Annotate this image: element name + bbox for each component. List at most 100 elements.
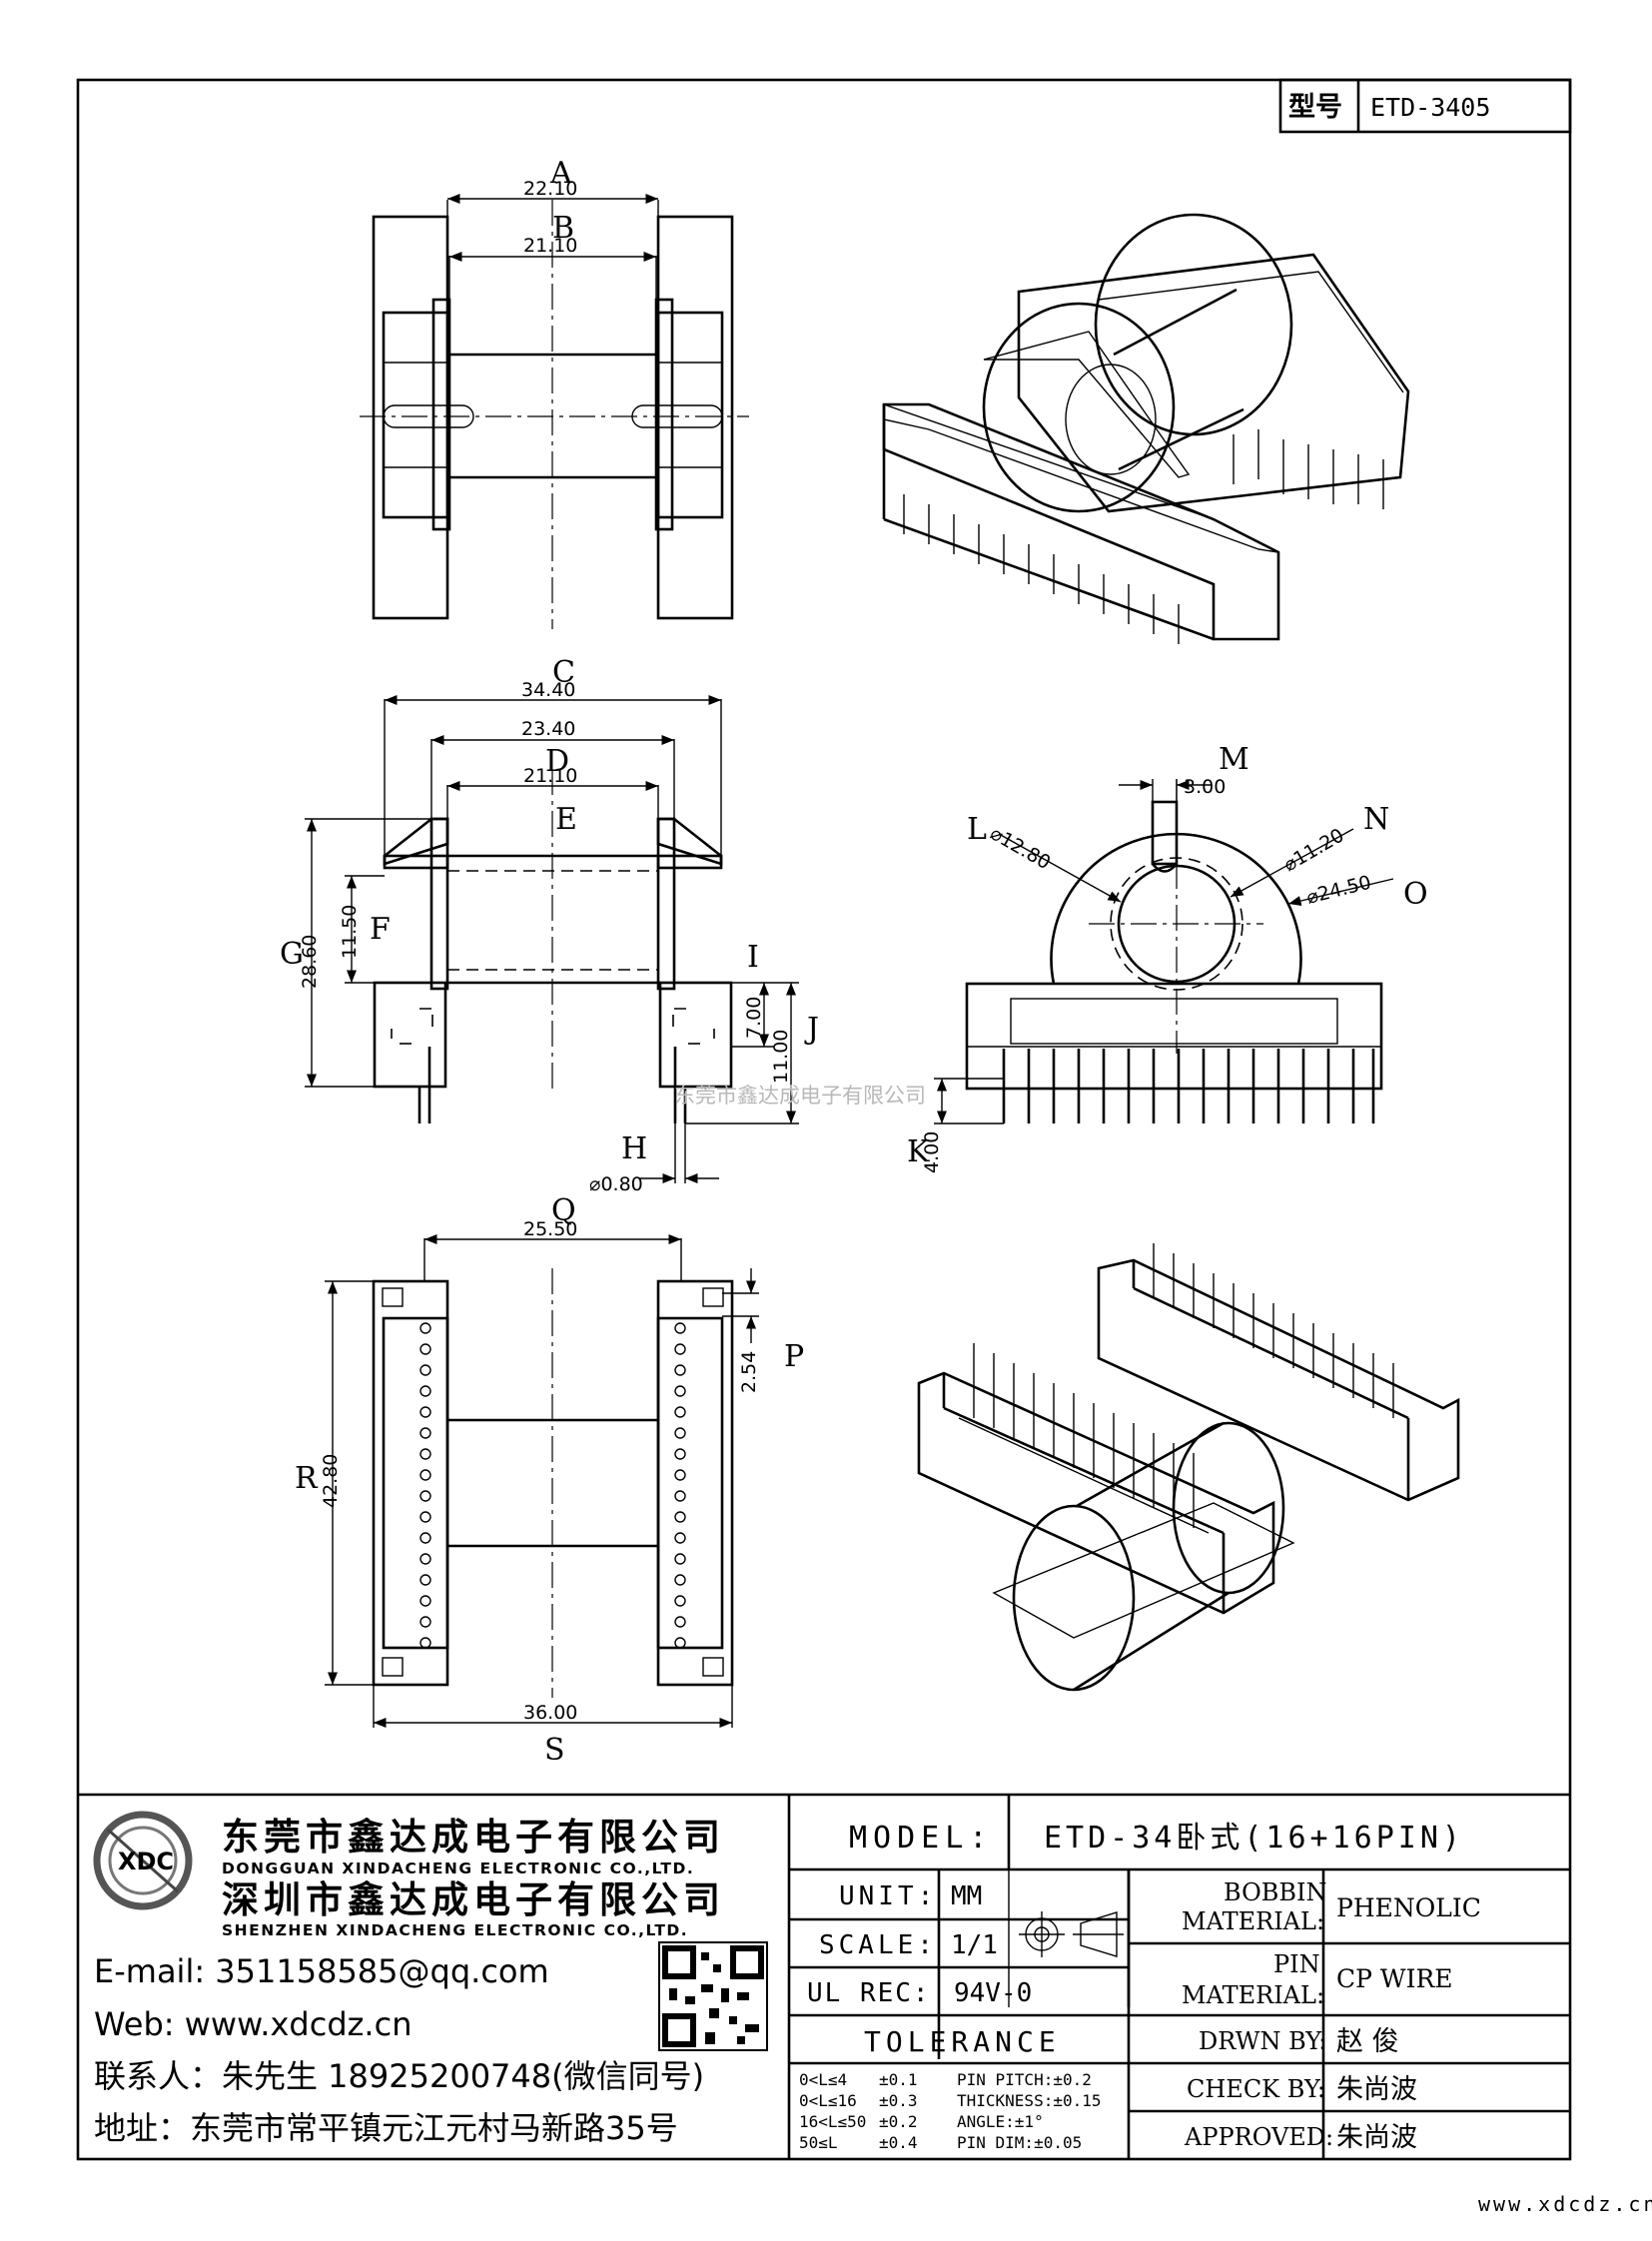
pin-hole — [419, 1448, 431, 1460]
tb-check-label: CHECK BY: — [1187, 2075, 1325, 2103]
tolerance-tol: ±0.4 — [879, 2133, 918, 2152]
watermark: 东莞市鑫达成电子有限公司 — [674, 1084, 926, 1108]
pin-hole — [419, 1469, 431, 1481]
dim-p-letter: P — [784, 1339, 804, 1374]
dim-l-letter: L — [967, 812, 987, 847]
pin-hole — [419, 1616, 431, 1628]
dim-p-value: 2.54 — [738, 1351, 760, 1393]
pin-hole — [419, 1574, 431, 1586]
pin-hole — [674, 1490, 686, 1502]
pin-hole — [674, 1427, 686, 1439]
tolerance-range: 50≤L — [799, 2133, 838, 2152]
isometric-view-bottom — [917, 1243, 1460, 1692]
tolerance-range: 16<L≤50 — [799, 2112, 866, 2131]
pin-hole — [419, 1553, 431, 1565]
dim-b-value: 21.10 — [523, 235, 577, 257]
bottom-view-pin-holes-right — [674, 1322, 686, 1649]
pin-hole — [419, 1637, 431, 1649]
pin-hole — [419, 1385, 431, 1397]
footer-url: www.xdcdz.cn — [1478, 2192, 1652, 2216]
company-name-dongguan: 东莞市鑫达成电子有限公司 — [222, 1816, 725, 1859]
company-logo: XDC — [93, 1811, 193, 1910]
dim-c2-value: 23.40 — [521, 718, 575, 740]
pin-hole — [674, 1511, 686, 1523]
model-box-value: ETD-3405 — [1370, 93, 1490, 122]
tolerance-tol: ±0.2 — [879, 2112, 918, 2131]
tb-pin-value: CP WIRE — [1336, 1964, 1453, 1993]
company-web: Web: www.xdcdz.cn — [94, 2005, 412, 2043]
dim-i-letter: I — [747, 940, 759, 975]
pin-hole — [674, 1616, 686, 1628]
pin-hole — [674, 1448, 686, 1460]
dim-k-value: 4.00 — [921, 1131, 943, 1173]
side-view-pins — [1002, 1049, 1375, 1123]
bottom-view: 25.50 Q 42.80 R 36.00 S 2.54 P — [295, 1193, 804, 1768]
company-contact: 联系人：朱先生 18925200748(微信同号) — [94, 2057, 704, 2095]
dim-n-value: ⌀11.20 — [1280, 824, 1348, 876]
pin-hole — [674, 1553, 686, 1565]
tolerance-extra: PIN DIM:±0.05 — [957, 2133, 1082, 2152]
company-address: 地址：东莞市常平镇元江元村马新路35号 — [94, 2109, 678, 2147]
tb-check-value: 朱尚波 — [1336, 2074, 1417, 2105]
dim-f-value: 11.50 — [339, 905, 361, 959]
dim-r-letter: R — [295, 1461, 319, 1496]
tolerance-tol: ±0.1 — [879, 2070, 918, 2089]
dim-g-letter: G — [280, 937, 304, 972]
company-name-dongguan-en: DONGGUAN XINDACHENG ELECTRONIC CO.,LTD. — [222, 1860, 694, 1877]
pin-hole — [674, 1532, 686, 1544]
dim-o-letter: O — [1403, 877, 1428, 912]
isometric-view-top — [882, 213, 1410, 644]
pin-hole — [419, 1427, 431, 1439]
tolerance-extra: ANGLE:±1° — [957, 2112, 1044, 2131]
dim-j-letter: J — [804, 1012, 819, 1047]
tb-approved-label: APPROVED: — [1184, 2123, 1333, 2151]
tb-scale-label: SCALE: — [819, 1930, 937, 1960]
tb-tolerance-label: TOLERANCE — [864, 2025, 1061, 2058]
pin-hole — [674, 1322, 686, 1334]
pin-hole — [419, 1364, 431, 1376]
dim-n-letter: N — [1363, 802, 1389, 837]
company-name-shenzhen: 深圳市鑫达成电子有限公司 — [222, 1878, 725, 1921]
pin-hole — [419, 1406, 431, 1418]
dim-f-letter: F — [370, 912, 391, 947]
tolerance-tol: ±0.3 — [879, 2091, 918, 2110]
tb-approved-value: 朱尚波 — [1336, 2122, 1417, 2153]
tb-model-value: ETD-34卧式(16+16PIN) — [1044, 1821, 1464, 1856]
dim-a-letter: A — [549, 156, 572, 191]
drawing-border — [76, 78, 1572, 2161]
pin-hole — [674, 1385, 686, 1397]
dim-s-letter: S — [544, 1733, 565, 1768]
dim-b-letter: B — [552, 211, 574, 246]
tolerance-extra: THICKNESS:±0.15 — [957, 2091, 1102, 2110]
dim-j-value: 11.00 — [770, 1030, 792, 1084]
front-view: 34.40 C 23.40 D 21.10 E 28.60 G 11.50 F … — [280, 655, 819, 1195]
pin-hole — [674, 1343, 686, 1355]
company-logo-text: XDC — [118, 1848, 174, 1875]
dim-h-value: ⌀0.80 — [589, 1173, 643, 1195]
pin-hole — [674, 1637, 686, 1649]
dim-d-letter: D — [545, 744, 569, 779]
pin-hole — [674, 1364, 686, 1376]
tb-bobbin-value: PHENOLIC — [1336, 1893, 1481, 1922]
dim-r-value: 42.80 — [320, 1454, 342, 1508]
tolerance-extra: PIN PITCH:±0.2 — [957, 2070, 1092, 2089]
tb-model-label: MODEL: — [849, 1821, 993, 1856]
bottom-view-pin-holes-left — [419, 1322, 431, 1649]
tb-bobbin-label-1: BOBBIN — [1224, 1878, 1327, 1906]
pin-hole — [419, 1343, 431, 1355]
side-view: 3.00 M ⌀12.80 L ⌀11.20 N ⌀24.50 O 4.00 K — [907, 742, 1428, 1173]
projection-symbol-icon — [1019, 1911, 1124, 1957]
tb-drawn-label: DRWN BY: — [1199, 2027, 1326, 2055]
company-name-shenzhen-en: SHENZHEN XINDACHENG ELECTRONIC CO.,LTD. — [222, 1921, 688, 1939]
model-box-label: 型号 — [1288, 92, 1342, 123]
dim-c-value: 34.40 — [521, 679, 575, 701]
tb-scale-value: 1/1 — [951, 1930, 998, 1960]
title-block: MODEL: ETD-34卧式(16+16PIN) UNIT: MM SCALE… — [789, 1795, 1570, 2159]
pin-hole — [419, 1595, 431, 1607]
dim-g-value: 28.60 — [299, 935, 321, 989]
top-view: 22.10 A 21.10 B — [360, 156, 749, 629]
qr-code — [658, 1941, 768, 2051]
pin-hole — [674, 1574, 686, 1586]
tb-bobbin-label-2: MATERIAL: — [1182, 1907, 1324, 1935]
